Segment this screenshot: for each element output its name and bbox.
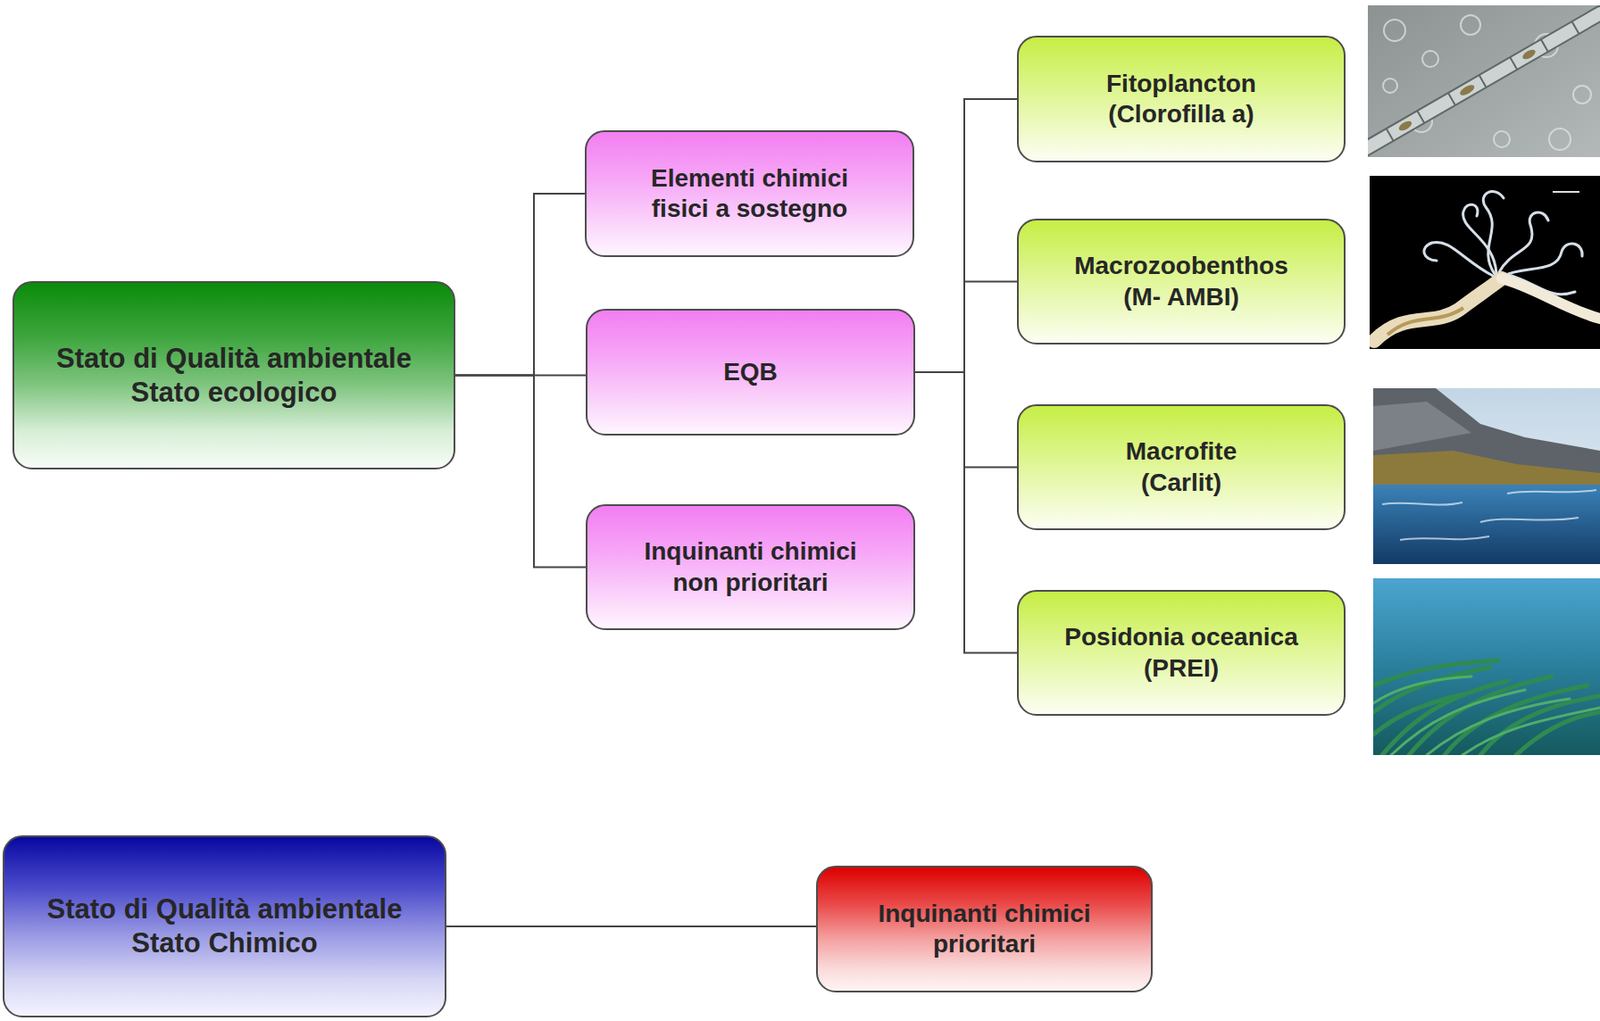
- tree-connector: [915, 372, 1017, 468]
- box-label: Elementi chimici fisici a sostegno: [633, 163, 867, 225]
- box-label: Stato di Qualità ambientale Stato Chimic…: [33, 892, 417, 961]
- tree-connector: [455, 193, 585, 376]
- box-label: Posidonia oceanica (PREI): [1056, 622, 1307, 684]
- coast-photo: [1373, 388, 1600, 565]
- category-box: Inquinanti chimici prioritari: [816, 866, 1153, 993]
- category-box: EQB: [585, 308, 916, 436]
- box-label: Macrozoobenthos (M- AMBI): [1056, 250, 1307, 312]
- phytoplankton-photo: [1367, 5, 1600, 158]
- posidonia-photo: [1373, 578, 1600, 756]
- macrozoobenthos-photo: [1369, 175, 1600, 350]
- box-label: Fitoplancton (Clorofilla a): [1056, 68, 1307, 130]
- category-box: Elementi chimici fisici a sostegno: [584, 130, 915, 258]
- tree-connector: [446, 925, 817, 928]
- status-box: Stato di Qualità ambientale Stato ecolog…: [12, 281, 456, 470]
- box-label: EQB: [723, 357, 778, 388]
- indicator-box: Macrofite (Carlit): [1016, 404, 1346, 531]
- box-label: Stato di Qualità ambientale Stato ecolog…: [41, 341, 426, 410]
- category-box: Inquinanti chimici non prioritari: [585, 504, 916, 631]
- tree-connector: [915, 99, 1017, 373]
- status-box: Stato di Qualità ambientale Stato Chimic…: [2, 835, 447, 1018]
- indicator-box: Fitoplancton (Clorofilla a): [1016, 35, 1346, 163]
- tree-connector: [455, 375, 586, 568]
- box-label: Macrofite (Carlit): [1114, 436, 1249, 498]
- indicator-box: Posidonia oceanica (PREI): [1016, 590, 1346, 717]
- tree-connector: [915, 372, 1017, 654]
- box-label: Inquinanti chimici non prioritari: [634, 536, 867, 598]
- tree-connector: [915, 282, 1017, 374]
- indicator-box: Macrozoobenthos (M- AMBI): [1016, 218, 1346, 345]
- box-label: Inquinanti chimici prioritari: [868, 899, 1101, 960]
